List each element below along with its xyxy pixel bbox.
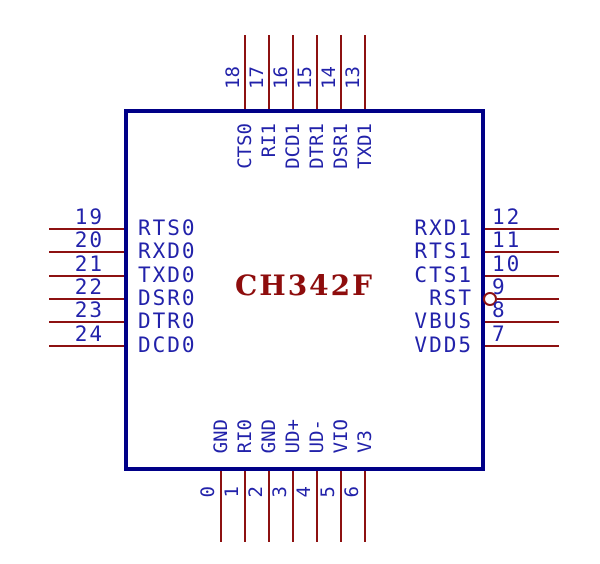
pin-name-V3[interactable]: V3 <box>354 430 376 453</box>
pin-name-CTS0[interactable]: CTS0 <box>234 123 256 169</box>
pin-name-TXD1[interactable]: TXD1 <box>354 123 376 169</box>
pin-line-7[interactable] <box>485 345 559 347</box>
pin-number-7: 7 <box>492 322 507 346</box>
pin-line-23[interactable] <box>49 321 124 323</box>
pin-name-DCD0[interactable]: DCD0 <box>138 333 197 357</box>
pin-line-3[interactable] <box>292 471 294 542</box>
pin-number-0: 0 <box>197 486 219 498</box>
pin-line-13[interactable] <box>364 35 366 109</box>
pin-number-1: 1 <box>221 486 243 498</box>
pin-number-24: 24 <box>74 322 104 346</box>
pin-line-20[interactable] <box>49 251 124 253</box>
pin-line-22[interactable] <box>49 298 124 300</box>
pin-line-2[interactable] <box>268 471 270 542</box>
pin-number-5: 5 <box>317 486 339 498</box>
pin-name-DSR0[interactable]: DSR0 <box>138 286 197 310</box>
pin-number-4: 4 <box>293 486 315 498</box>
pin-number-11: 11 <box>492 228 522 252</box>
pin-number-14: 14 <box>318 66 340 89</box>
pin-line-14[interactable] <box>340 35 342 109</box>
pin-line-24[interactable] <box>49 345 124 347</box>
pin-line-21[interactable] <box>49 275 124 277</box>
pin-line-16[interactable] <box>292 35 294 109</box>
pin-number-3: 3 <box>269 486 291 498</box>
active-low-bubble <box>483 292 497 306</box>
pin-number-18: 18 <box>222 66 244 89</box>
pin-number-21: 21 <box>74 252 104 276</box>
pin-line-17[interactable] <box>268 35 270 109</box>
pin-line-11[interactable] <box>485 251 559 253</box>
pin-number-9: 9 <box>492 275 507 299</box>
pin-number-15: 15 <box>294 66 316 89</box>
pin-name-GND[interactable]: GND <box>258 418 280 453</box>
pin-number-19: 19 <box>74 205 104 229</box>
pin-name-GND[interactable]: GND <box>210 418 232 453</box>
pin-line-10[interactable] <box>485 275 559 277</box>
pin-number-20: 20 <box>74 228 104 252</box>
pin-number-23: 23 <box>74 298 104 322</box>
pin-number-8: 8 <box>492 298 507 322</box>
pin-name-DTR0[interactable]: DTR0 <box>138 309 197 333</box>
pin-line-9[interactable] <box>497 298 559 300</box>
pin-name-VBUS[interactable]: VBUS <box>414 309 473 333</box>
pin-line-6[interactable] <box>364 471 366 542</box>
pin-name-TXD0[interactable]: TXD0 <box>138 263 197 287</box>
pin-line-19[interactable] <box>49 228 124 230</box>
pin-number-10: 10 <box>492 252 522 276</box>
pin-name-DTR1[interactable]: DTR1 <box>306 123 328 169</box>
pin-line-0[interactable] <box>220 471 222 542</box>
pin-name-CTS1[interactable]: CTS1 <box>414 263 473 287</box>
pin-line-4[interactable] <box>316 471 318 542</box>
pin-number-22: 22 <box>74 275 104 299</box>
pin-name-UD+[interactable]: UD+ <box>282 418 304 453</box>
pin-line-12[interactable] <box>485 228 559 230</box>
pin-number-17: 17 <box>246 66 268 89</box>
pin-number-2: 2 <box>245 486 267 498</box>
pin-name-VDD5[interactable]: VDD5 <box>414 333 473 357</box>
pin-number-6: 6 <box>341 486 363 498</box>
pin-number-12: 12 <box>492 205 522 229</box>
pin-line-1[interactable] <box>244 471 246 542</box>
pin-name-RXD0[interactable]: RXD0 <box>138 239 197 263</box>
pin-line-8[interactable] <box>485 321 559 323</box>
pin-name-RST[interactable]: RST <box>429 286 473 310</box>
pin-name-DSR1[interactable]: DSR1 <box>330 123 352 169</box>
pin-name-RXD1[interactable]: RXD1 <box>414 216 473 240</box>
pin-name-UD-[interactable]: UD- <box>306 418 328 453</box>
pin-line-5[interactable] <box>340 471 342 542</box>
pin-name-VIO[interactable]: VIO <box>330 418 352 453</box>
pin-name-RTS0[interactable]: RTS0 <box>138 216 197 240</box>
chip-body[interactable] <box>124 109 485 471</box>
chip-title[interactable]: CH342F <box>234 269 375 302</box>
pin-name-RI1[interactable]: RI1 <box>258 123 280 158</box>
pin-name-DCD1[interactable]: DCD1 <box>282 123 304 169</box>
pin-line-18[interactable] <box>244 35 246 109</box>
pin-line-15[interactable] <box>316 35 318 109</box>
pin-number-16: 16 <box>270 66 292 89</box>
pin-number-13: 13 <box>342 66 364 89</box>
pin-name-RI0[interactable]: RI0 <box>234 418 256 453</box>
pin-name-RTS1[interactable]: RTS1 <box>414 239 473 263</box>
